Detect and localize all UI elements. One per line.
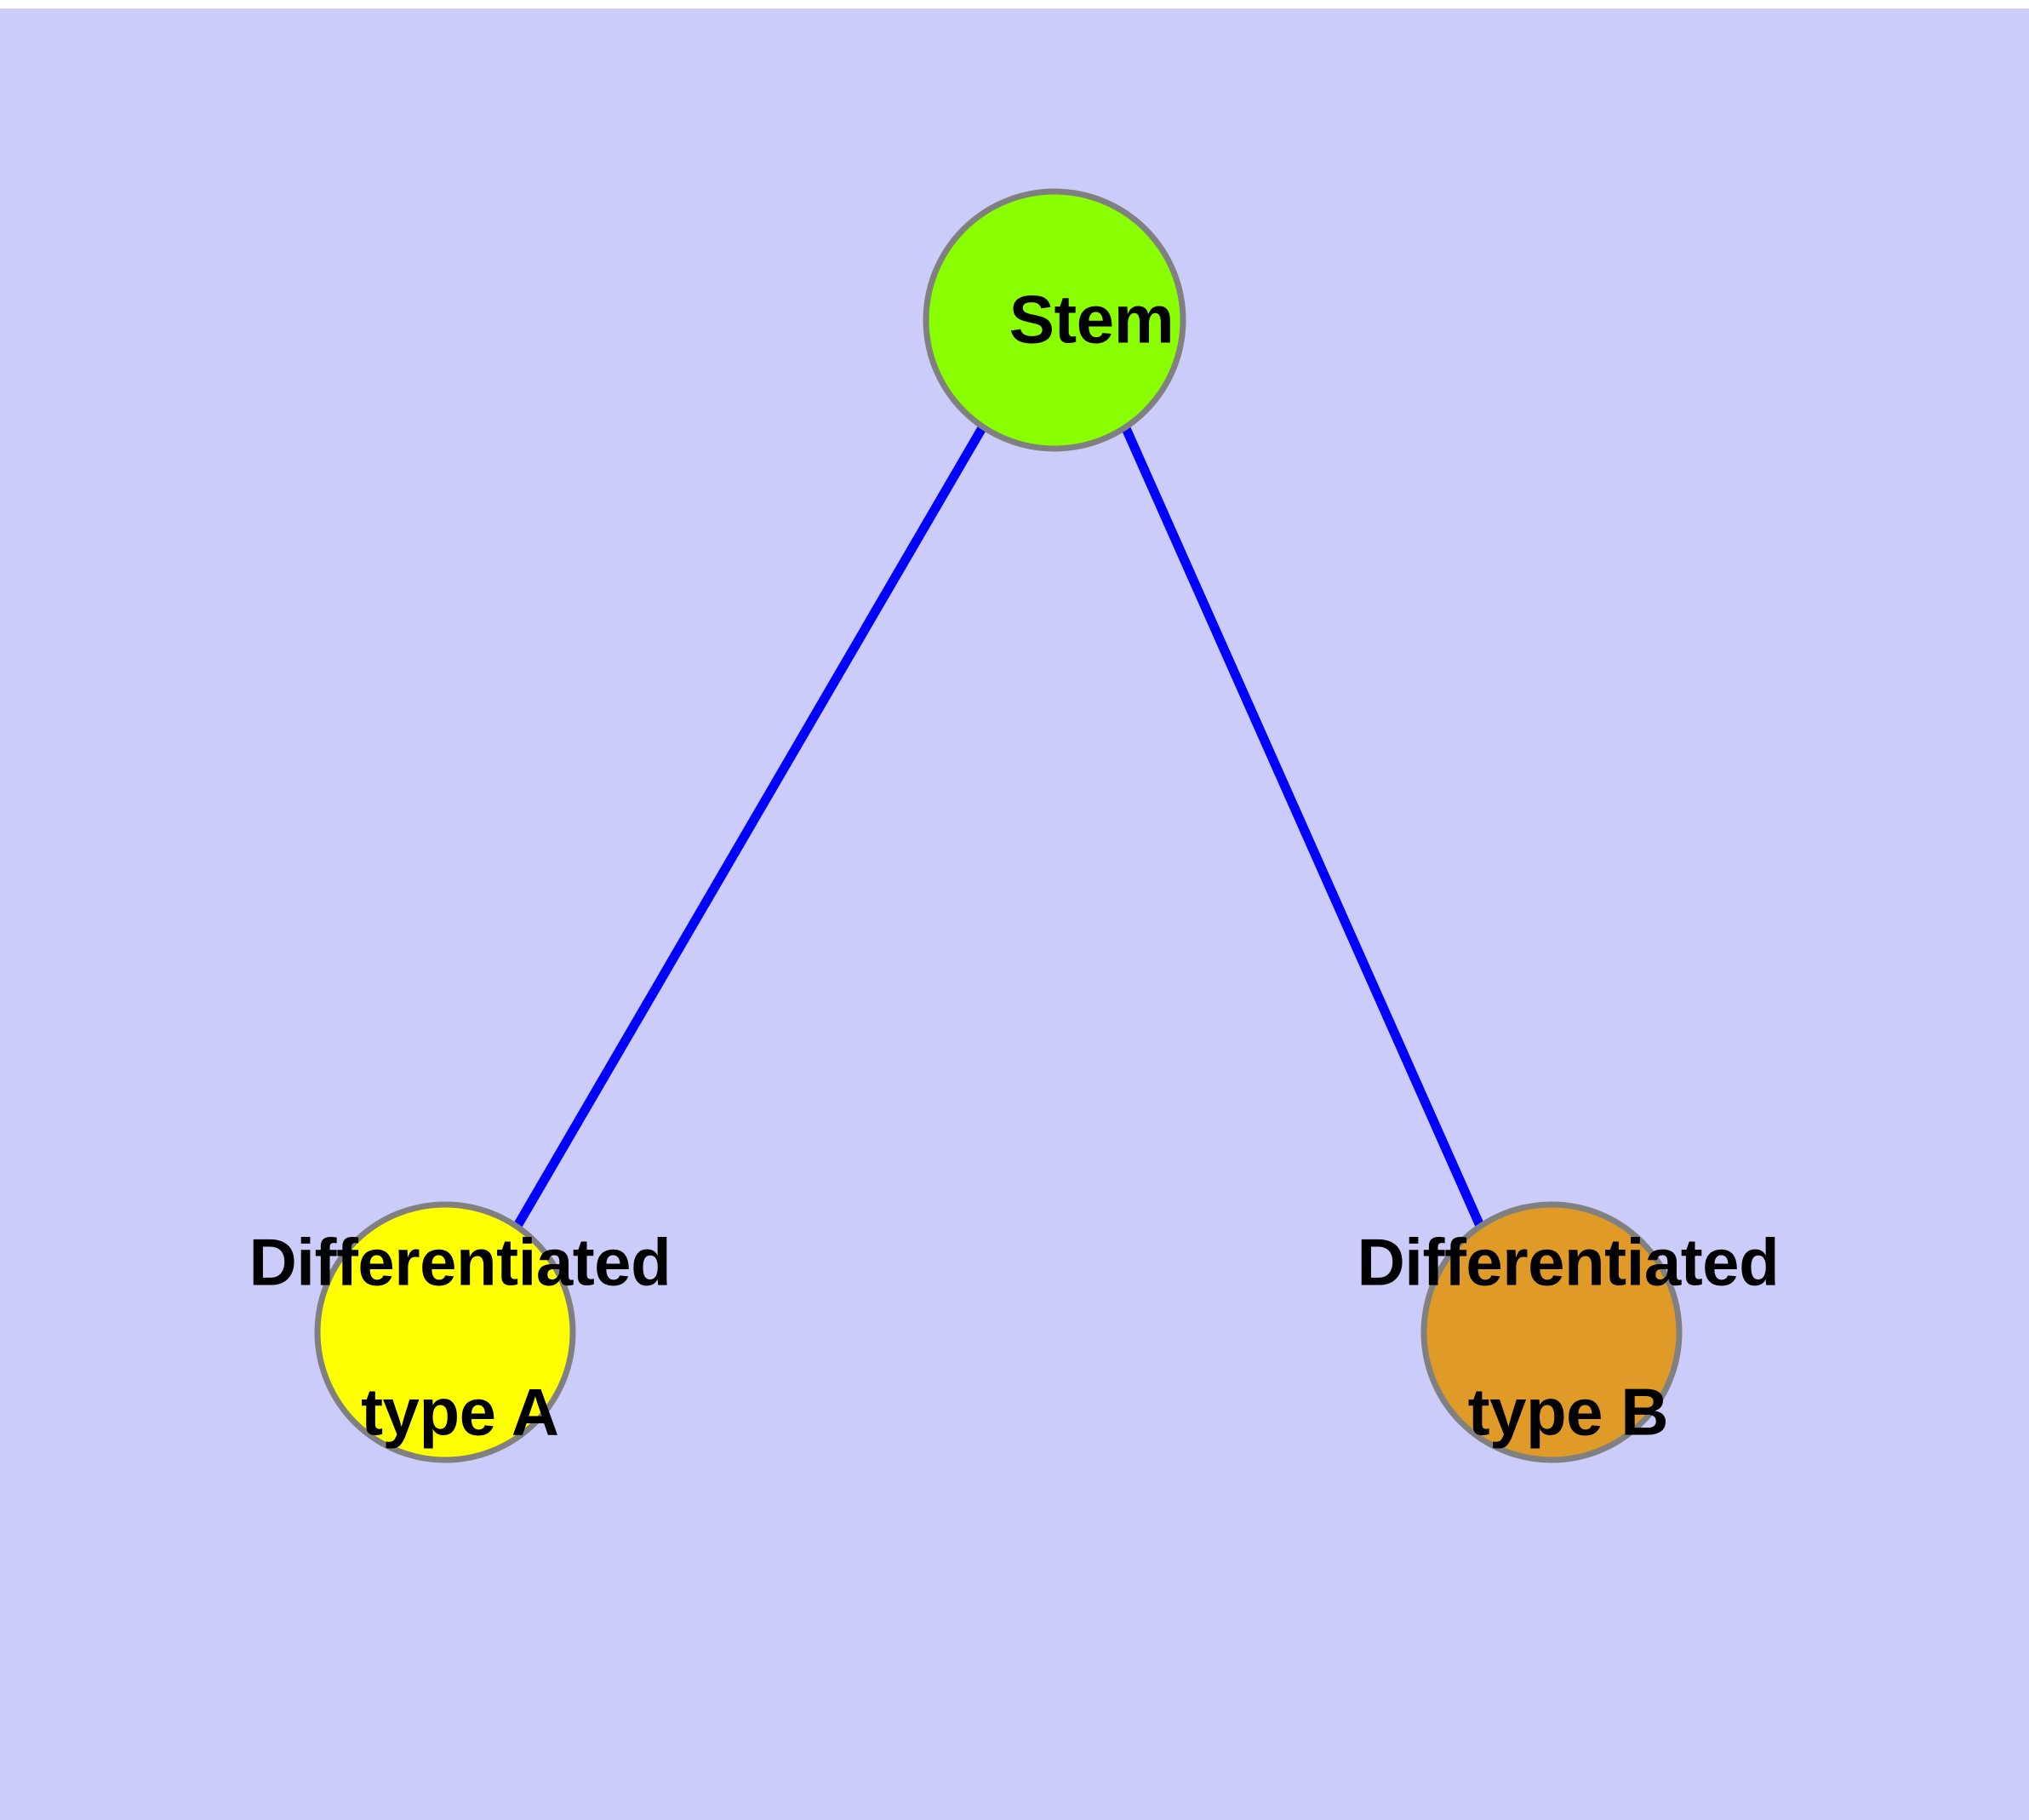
node-label-differentiated-type-b: Differentiated type B — [1285, 1150, 1779, 1525]
node-label-differentiated-type-a: Differentiated type A — [177, 1150, 671, 1525]
node-label-type-b-line-1: Differentiated — [1357, 1224, 1780, 1300]
edge-stem-to-differentiated-type-b — [1120, 424, 1485, 1228]
node-label-stem: Stem — [935, 204, 1175, 435]
node-label-type-a-line-2: type A — [361, 1375, 559, 1451]
edge-stem-to-differentiated-type-a — [513, 424, 987, 1228]
node-differentiated-type-a[interactable] — [314, 1201, 576, 1463]
node-label-type-b-line-2: type B — [1467, 1375, 1669, 1451]
node-label-type-a-line-1: Differentiated — [249, 1224, 672, 1300]
node-label-stem-line-1: Stem — [1009, 281, 1175, 358]
node-stem[interactable] — [923, 188, 1186, 452]
node-differentiated-type-b[interactable] — [1420, 1201, 1683, 1463]
